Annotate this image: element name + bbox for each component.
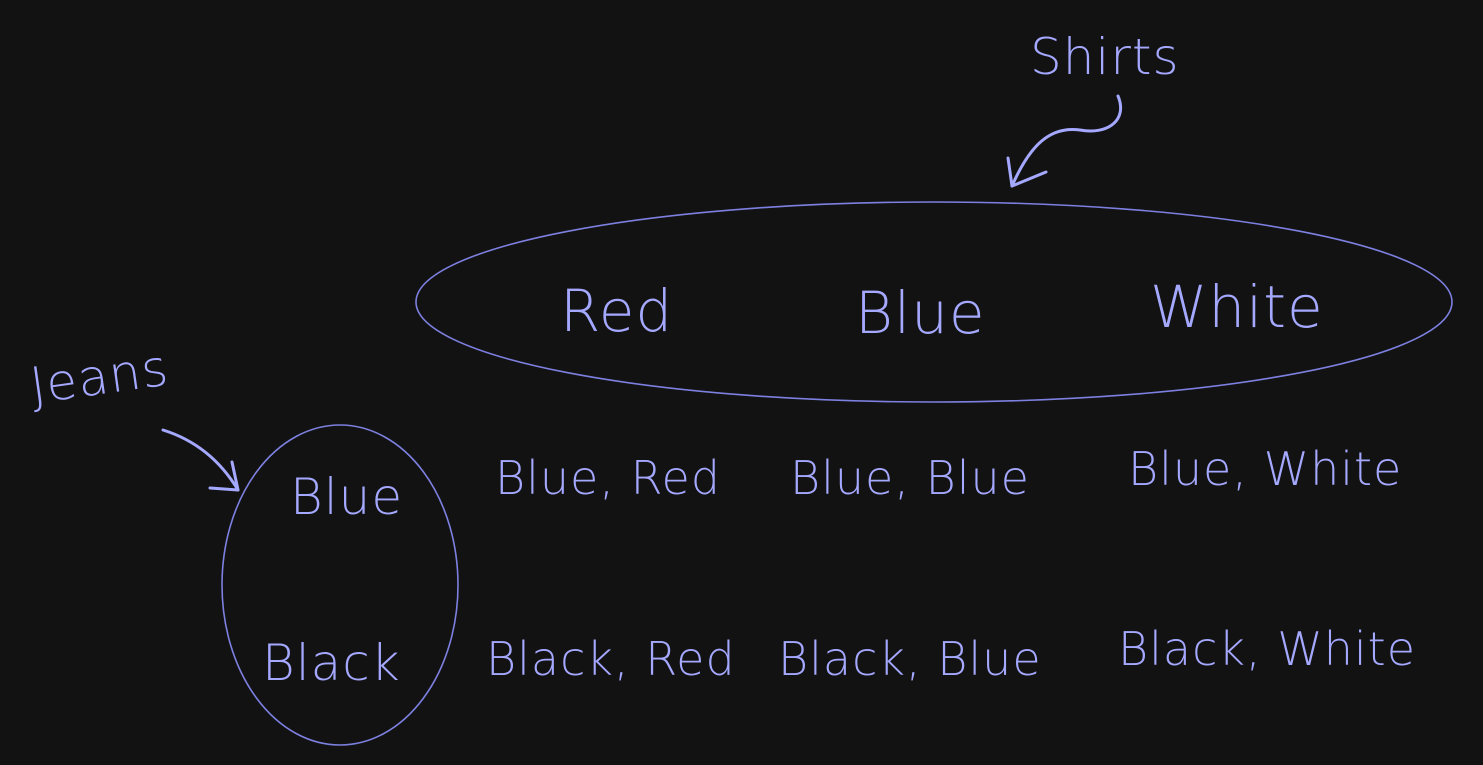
shirts-arrow-stem [1010,94,1122,188]
combo-blue-blue: Blue, Blue [790,451,1030,505]
shirts-ellipse [415,201,1453,403]
combo-black-red: Black, Red [486,632,736,686]
jeans-ellipse [221,424,459,746]
shirt-color-red: Red [560,277,674,345]
jeans-color-blue: Blue [290,468,404,526]
shirt-color-white: White [1150,273,1324,341]
combo-blue-white: Blue, White [1128,442,1403,496]
combo-black-white: Black, White [1118,622,1417,676]
jeans-arrow-head [208,460,240,492]
combo-black-blue: Black, Blue [778,632,1042,686]
jeans-arrow-stem [161,428,240,492]
jeans-color-black: Black [262,634,401,692]
shirt-color-blue: Blue [855,279,986,347]
shirts-arrow-head [1006,156,1048,188]
combo-blue-red: Blue, Red [495,451,721,505]
shirts-label: Shirts [1030,28,1180,86]
